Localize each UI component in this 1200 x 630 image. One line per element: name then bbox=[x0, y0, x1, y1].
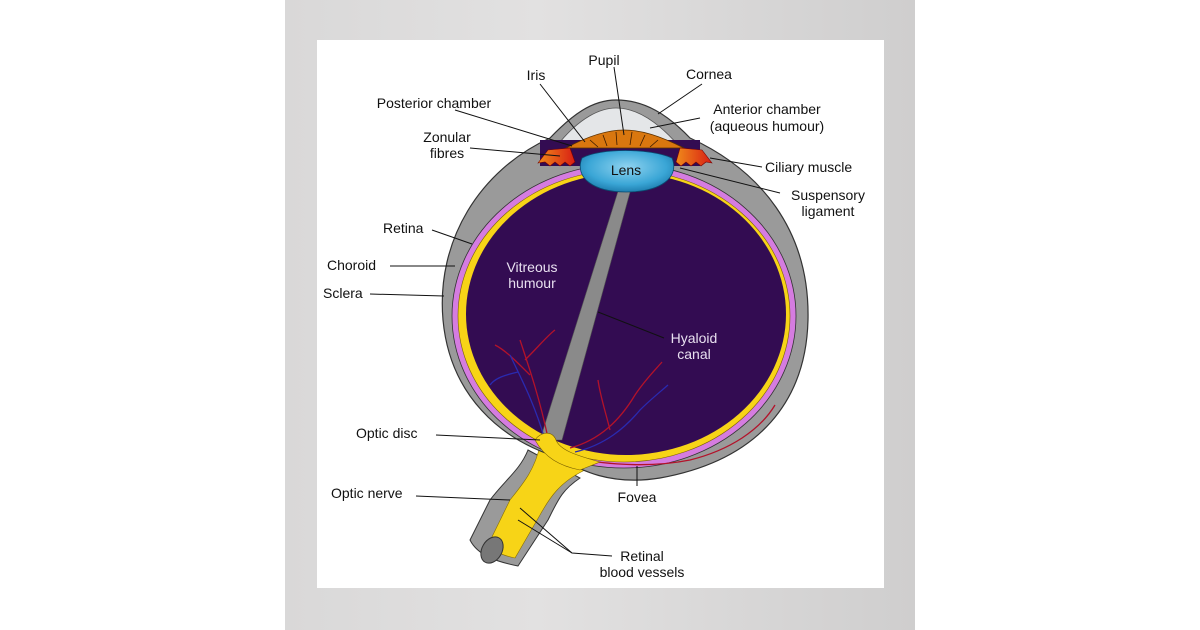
label-cornea: Cornea bbox=[686, 66, 732, 82]
label-choroid: Choroid bbox=[327, 257, 376, 273]
label-sclera: Sclera bbox=[323, 285, 363, 301]
label-fibres: fibres bbox=[430, 145, 464, 161]
label-ligament: ligament bbox=[802, 203, 855, 219]
leader-lines bbox=[369, 66, 781, 557]
label-suspensory: Suspensory bbox=[791, 187, 865, 203]
label-lens: Lens bbox=[611, 162, 641, 178]
label-canal: canal bbox=[677, 346, 710, 362]
label-optic-disc: Optic disc bbox=[356, 425, 417, 441]
label-retina: Retina bbox=[383, 220, 424, 236]
label-fovea: Fovea bbox=[618, 489, 657, 505]
label-zonular: Zonular bbox=[423, 129, 471, 145]
label-hyaloid: Hyaloid bbox=[671, 330, 718, 346]
vitreous-humour bbox=[466, 173, 786, 455]
optic-disc bbox=[534, 432, 601, 471]
label-iris: Iris bbox=[527, 67, 546, 83]
lens bbox=[579, 150, 675, 193]
ciliary-muscle-right bbox=[675, 147, 713, 167]
label-blood-vessels: blood vessels bbox=[600, 564, 685, 580]
optic-nerve bbox=[487, 444, 586, 559]
label-humour: humour bbox=[508, 275, 556, 291]
iris-striations bbox=[589, 131, 659, 148]
label-anterior-chamber: Anterior chamber bbox=[713, 101, 821, 117]
label-pupil: Pupil bbox=[588, 52, 619, 68]
label-aqueous-humour: (aqueous humour) bbox=[710, 118, 824, 134]
optic-nerve-cut bbox=[480, 536, 504, 564]
label-posterior-chamber: Posterior chamber bbox=[377, 95, 492, 111]
label-optic-nerve: Optic nerve bbox=[331, 485, 403, 501]
label-ciliary-muscle: Ciliary muscle bbox=[765, 159, 852, 175]
ciliary-muscle-left bbox=[537, 147, 576, 167]
label-retinal: Retinal bbox=[620, 548, 664, 564]
label-vitreous: Vitreous bbox=[506, 259, 557, 275]
